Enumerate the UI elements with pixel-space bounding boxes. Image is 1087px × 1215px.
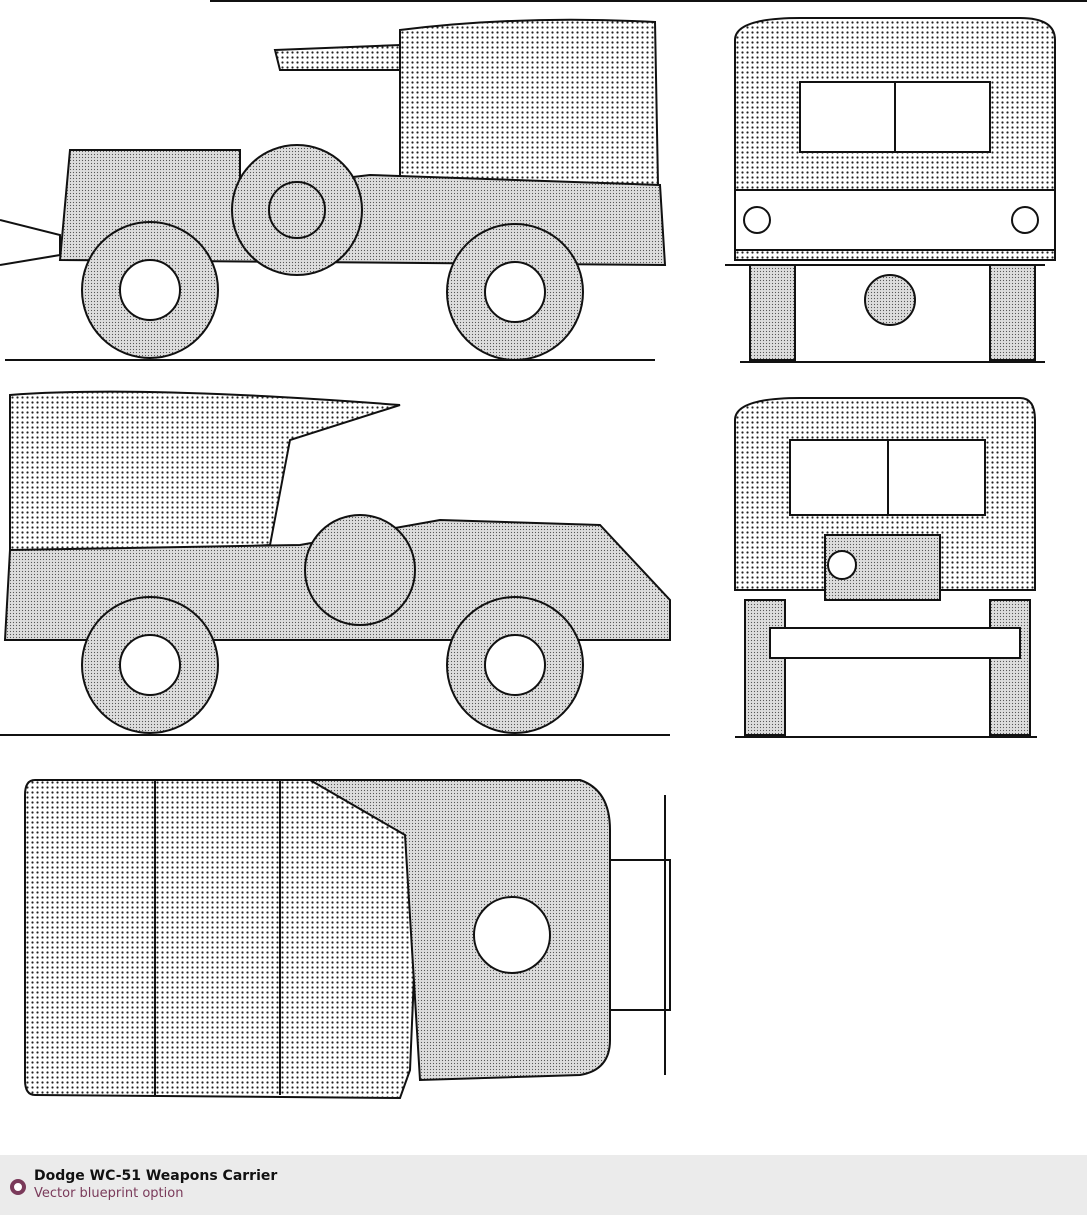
caption-subtitle: Vector blueprint option <box>34 1186 184 1201</box>
front-view <box>734 397 1037 738</box>
vehicle-blueprint <box>0 0 1087 1100</box>
rear-view <box>725 17 1056 363</box>
radio-circle-icon[interactable] <box>10 1179 26 1195</box>
side-view-right <box>0 390 671 736</box>
side-view-left <box>0 0 1087 361</box>
caption-title: Dodge WC-51 Weapons Carrier <box>34 1168 278 1184</box>
caption-bar: Dodge WC-51 Weapons Carrier Vector bluep… <box>0 1155 1087 1215</box>
top-view <box>24 779 671 1100</box>
